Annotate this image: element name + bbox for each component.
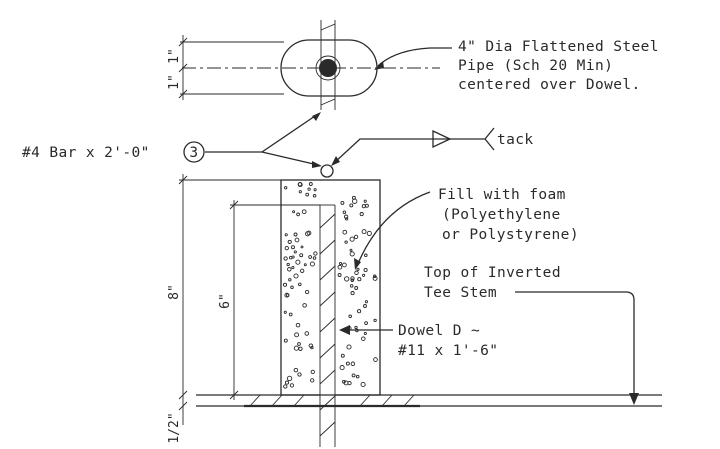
weld-note: tack bbox=[497, 132, 534, 148]
bar-section bbox=[320, 164, 334, 178]
foam-block bbox=[280, 179, 381, 396]
dowel-note-line-1: Dowel D ~ bbox=[398, 323, 480, 339]
pipe-leader bbox=[377, 47, 452, 67]
pipe-note-line-1: 4" Dia Flattened Steel bbox=[458, 39, 659, 55]
flattened-pipe bbox=[182, 20, 440, 110]
dim-pipe-bottom: 1" bbox=[167, 74, 182, 90]
pipe-note-line-3: centered over Dowel. bbox=[458, 77, 641, 93]
fill-note-line-1: Fill with foam bbox=[438, 187, 566, 203]
pipe-note-line-2: Pipe (Sch 20 Min) bbox=[458, 58, 613, 74]
dowel-note-line-2: #11 x 1'-6" bbox=[398, 343, 498, 359]
dim-pipe-top: 1" bbox=[167, 48, 182, 64]
bar-callout-circle bbox=[183, 141, 205, 163]
dim-dowel-embed: 6" bbox=[218, 293, 233, 309]
base-slab bbox=[196, 394, 662, 408]
stem-note-line-2: Tee Stem bbox=[424, 285, 497, 301]
foam-speckles bbox=[282, 182, 378, 389]
bar-note: #4 Bar x 2'-0" bbox=[22, 145, 150, 161]
fill-leader bbox=[356, 191, 431, 267]
fill-note-line-3: or Polystyrene) bbox=[442, 227, 579, 243]
bar-callout-number: 3 bbox=[189, 145, 198, 161]
stem-note-line-1: Top of Inverted bbox=[424, 265, 561, 281]
dowel bbox=[319, 204, 336, 448]
bar-leader bbox=[205, 113, 319, 153]
weld-symbol bbox=[331, 127, 495, 166]
dim-block-height: 8" bbox=[167, 284, 182, 300]
dim-base-gap: 1/2" bbox=[167, 412, 182, 443]
slab-hatch bbox=[249, 394, 415, 407]
dowel-hatch bbox=[319, 213, 336, 437]
pipe-dimension-lines bbox=[178, 35, 284, 100]
stem-leader bbox=[515, 291, 635, 398]
block-dimension-lines bbox=[178, 174, 320, 425]
fill-note-line-2: (Polyethylene bbox=[442, 207, 561, 223]
